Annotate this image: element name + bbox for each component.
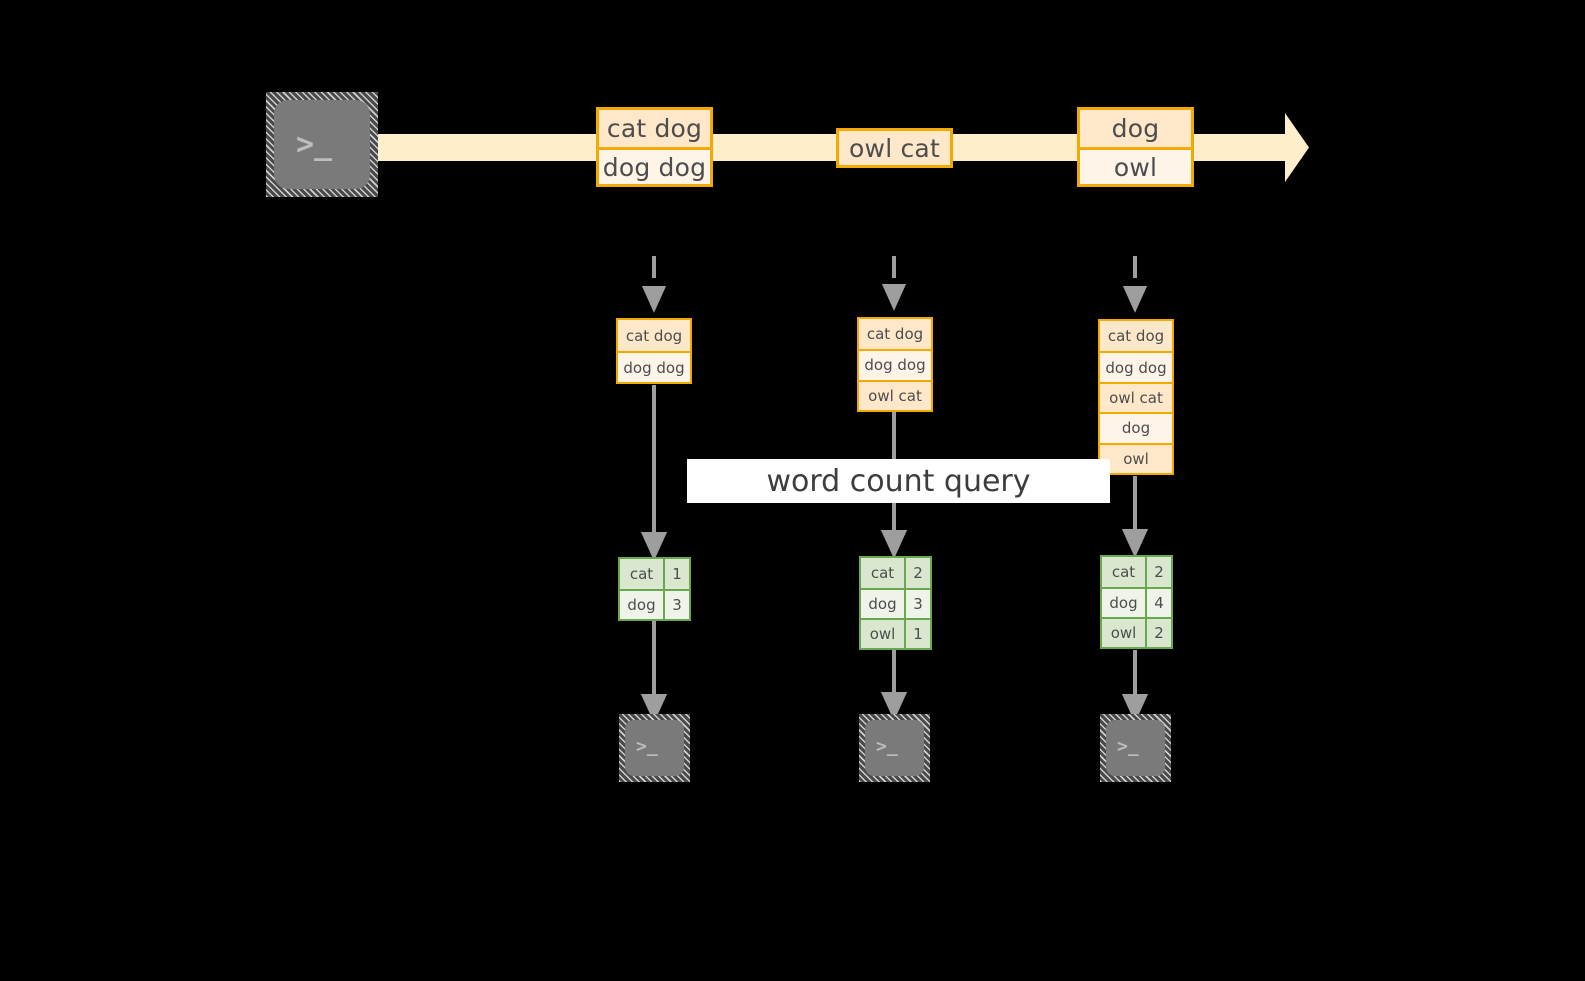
input-table-snapshot-3[interactable]: cat dog dog dog owl cat dog owl [1098,319,1174,475]
result-count: 1 [665,559,689,589]
input-table-row: owl [1100,442,1172,473]
input-table-row: cat dog [618,320,690,351]
terminal-prompt-glyph: >_ [876,736,898,757]
result-word: dog [861,590,906,618]
table-row: cat 2 [861,558,930,588]
sink-terminal-icon-1: >_ [619,714,690,782]
terminal-prompt-glyph: >_ [636,736,658,757]
sink-terminal-icon-2: >_ [859,714,930,782]
stream-event-line: cat dog [599,110,710,147]
result-count: 2 [1147,618,1171,647]
terminal-screen [1106,720,1165,776]
result-word: cat [1102,557,1147,587]
terminal-screen [625,720,684,776]
query-label-text: word count query [766,463,1031,499]
result-count: 3 [906,590,930,618]
table-row: cat 2 [1102,557,1171,587]
result-word: cat [620,559,665,589]
snapshot-trigger-arrows [641,256,1148,313]
stream-event-line: dog [1080,110,1191,147]
input-table-row: cat dog [1100,321,1172,352]
result-count: 4 [1147,589,1171,617]
terminal-prompt-glyph: >_ [296,127,333,162]
input-table-snapshot-2[interactable]: cat dog dog dog owl cat [857,317,933,412]
stream-event-2[interactable]: owl cat [836,128,953,168]
input-table-row: owl cat [859,379,931,410]
query-arrows [640,385,1149,561]
sink-terminal-icon-3: >_ [1100,714,1171,782]
table-row: cat 1 [620,559,689,589]
input-table-row: dog dog [859,349,931,380]
query-label: word count query [687,459,1110,503]
input-table-row: dog dog [618,351,690,382]
source-terminal-icon: >_ [266,92,378,197]
result-word: cat [861,558,906,588]
terminal-screen [865,720,924,776]
input-table-row: dog dog [1100,351,1172,382]
input-table-row: cat dog [859,319,931,350]
result-table-snapshot-3[interactable]: cat 2 dog 4 owl 2 [1100,555,1173,649]
table-row: dog 3 [620,589,689,619]
result-count: 2 [906,558,930,588]
result-table-snapshot-1[interactable]: cat 1 dog 3 [618,557,691,621]
stream-event-line: owl cat [839,131,950,165]
result-count: 2 [1147,557,1171,587]
stream-event-1[interactable]: cat dog dog dog [596,107,713,187]
result-count: 1 [906,619,930,648]
result-table-snapshot-2[interactable]: cat 2 dog 3 owl 1 [859,556,932,650]
table-row: dog 3 [861,588,930,618]
input-table-row: dog [1100,412,1172,443]
input-table-snapshot-1[interactable]: cat dog dog dog [616,318,692,384]
result-word: owl [1102,618,1147,647]
terminal-screen [274,100,370,189]
result-count: 3 [665,591,689,619]
terminal-prompt-glyph: >_ [1117,736,1139,757]
stream-event-3[interactable]: dog owl [1077,107,1194,187]
table-row: dog 4 [1102,587,1171,617]
table-row: owl 2 [1102,616,1171,647]
result-word: owl [861,619,906,648]
input-table-row: owl cat [1100,381,1172,413]
stream-event-line: owl [1080,147,1191,184]
table-row: owl 1 [861,617,930,648]
result-word: dog [1102,589,1147,617]
stream-event-line: dog dog [599,147,710,184]
sink-arrows [640,621,1149,723]
result-word: dog [620,591,665,619]
